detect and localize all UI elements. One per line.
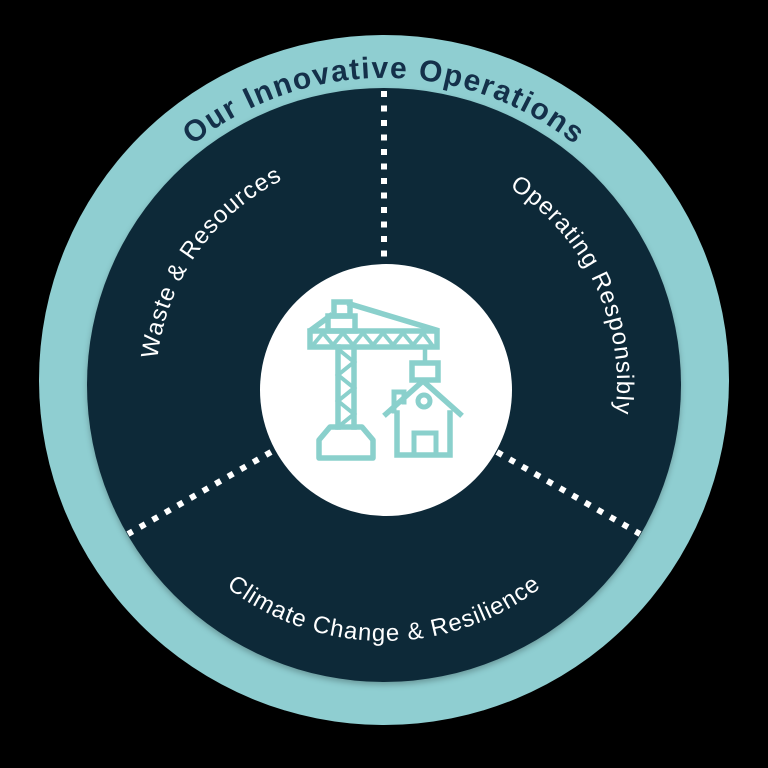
crane-apex <box>331 299 353 319</box>
crane-tie-bar <box>346 300 440 334</box>
center-hub <box>260 264 512 516</box>
house-chimney <box>391 389 407 414</box>
house-door <box>411 430 439 458</box>
house-window <box>415 392 433 410</box>
house-body <box>394 410 453 458</box>
construction-crane-and-house-icon <box>307 299 464 461</box>
house-roof <box>382 377 464 418</box>
crane-jib-lattice <box>310 329 435 349</box>
crane-base <box>316 424 376 461</box>
crane-mast-lattice <box>334 346 358 430</box>
